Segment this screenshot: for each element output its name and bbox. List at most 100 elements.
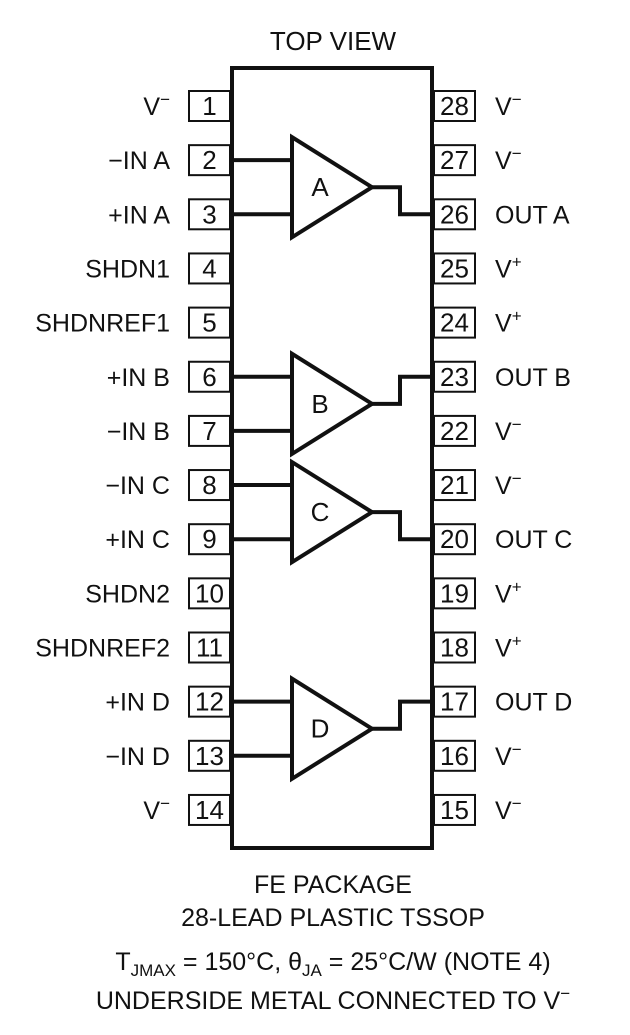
- pin-label-text: −IN C: [105, 472, 170, 500]
- pin-box: [433, 252, 476, 285]
- pin-box: [433, 90, 476, 122]
- pin-label-text: +IN B: [107, 364, 170, 392]
- pin-label-text: V: [495, 310, 512, 338]
- theta-symbol: θ: [288, 948, 302, 976]
- pin-label: +IN B: [107, 364, 170, 392]
- pin-box: [433, 523, 476, 556]
- pin-number: 15: [440, 795, 469, 825]
- underside-superscript: −: [560, 984, 570, 1003]
- output-wire: [372, 699, 432, 731]
- amplifier-label: C: [311, 497, 330, 527]
- pin-box: [433, 306, 476, 339]
- pin-label: V+: [495, 252, 522, 283]
- amplifier-b: B: [232, 350, 432, 458]
- pin-number: 28: [440, 91, 469, 121]
- pin-label-text: OUT C: [495, 526, 572, 554]
- amplifier-d: D: [232, 675, 432, 783]
- pin-4: 4 SHDN1: [85, 252, 231, 285]
- pin-label-text: V: [495, 743, 512, 771]
- pin-label: V+: [495, 632, 522, 663]
- pin-label: −IN A: [108, 147, 170, 175]
- pin-label: V−: [143, 90, 170, 121]
- pin-label: V−: [495, 740, 522, 771]
- pin-label-text: OUT A: [495, 201, 570, 229]
- tjmax-value: = 150°C,: [176, 948, 288, 976]
- pin-number: 20: [440, 524, 469, 554]
- pin-box: [188, 793, 231, 826]
- pin-box: [433, 577, 476, 610]
- pin-label-superscript: −: [512, 794, 522, 813]
- pin-box: [188, 685, 231, 718]
- pin-label-text: V: [495, 255, 512, 283]
- pin-label-superscript: −: [512, 144, 522, 163]
- pin-number: 6: [202, 362, 216, 392]
- pin-14: 14V−: [143, 793, 231, 826]
- amplifier-c: C: [232, 458, 432, 566]
- pin-label-text: −IN A: [108, 147, 170, 175]
- amplifier-label: A: [311, 172, 329, 202]
- pin-number: 17: [440, 687, 469, 717]
- pin-label-text: V: [495, 472, 512, 500]
- pin-label: SHDN1: [85, 255, 170, 283]
- pin-label: +IN A: [108, 201, 170, 229]
- pin-box: [188, 360, 231, 393]
- pin-box: [433, 360, 476, 393]
- pin-box: [188, 90, 231, 122]
- pin-label: SHDN2: [85, 580, 170, 608]
- pin-box: [188, 252, 231, 285]
- pin-label-text: OUT B: [495, 364, 571, 392]
- pin-number: 11: [196, 633, 223, 663]
- pin-label-text: SHDN1: [85, 255, 170, 283]
- pin-label: V−: [495, 144, 522, 175]
- pin-8: 8 −IN C: [105, 469, 231, 502]
- pin-1: 1 V−: [143, 90, 231, 122]
- pin-box: [188, 469, 231, 502]
- tjmax-subscript: JMAX: [131, 961, 176, 980]
- opamp-triangle-icon: [290, 675, 376, 783]
- pin-label: OUT A: [495, 201, 570, 229]
- footer-package-name: FE PACKAGE: [254, 871, 412, 899]
- pin-number: 5: [202, 308, 216, 338]
- pin-20: 20 OUT C: [433, 523, 572, 556]
- output-wire: [372, 374, 432, 406]
- pin-label: OUT B: [495, 364, 571, 392]
- pin-box: [188, 144, 231, 177]
- footer-underside-note: UNDERSIDE METAL CONNECTED TO V−: [96, 984, 570, 1015]
- pin-label: V−: [495, 415, 522, 446]
- pin-box: [433, 631, 476, 664]
- package-footer: FE PACKAGE 28-LEAD PLASTIC TSSOP TJMAX =…: [96, 871, 570, 1015]
- pin-number: 22: [440, 416, 469, 446]
- pin-box: [433, 144, 476, 177]
- pin-label-text: V: [495, 418, 512, 446]
- footer-thermal-spec: TJMAX = 150°C, θJA = 25°C/W (NOTE 4): [115, 948, 550, 980]
- amplifier-label: B: [311, 389, 328, 419]
- pin-number: 12: [195, 687, 224, 717]
- pin-number: 1: [202, 91, 216, 121]
- pin-box: [188, 739, 231, 772]
- pin-7: 7−IN B: [107, 414, 231, 447]
- pin-label-text: V: [143, 93, 160, 121]
- pin-label-superscript: −: [512, 469, 522, 488]
- package-body: [230, 66, 434, 850]
- pin-label: +IN D: [105, 689, 170, 717]
- pin-number: 4: [202, 253, 216, 283]
- output-wire: [372, 185, 432, 217]
- pin-number: 8: [202, 470, 216, 500]
- pin-label-superscript: −: [160, 794, 170, 813]
- pin-box: [433, 685, 476, 718]
- pin-number: 24: [440, 308, 469, 338]
- pin-number: 19: [440, 578, 469, 608]
- amplifier-a: A: [232, 133, 432, 241]
- pin-label-text: V: [495, 635, 512, 663]
